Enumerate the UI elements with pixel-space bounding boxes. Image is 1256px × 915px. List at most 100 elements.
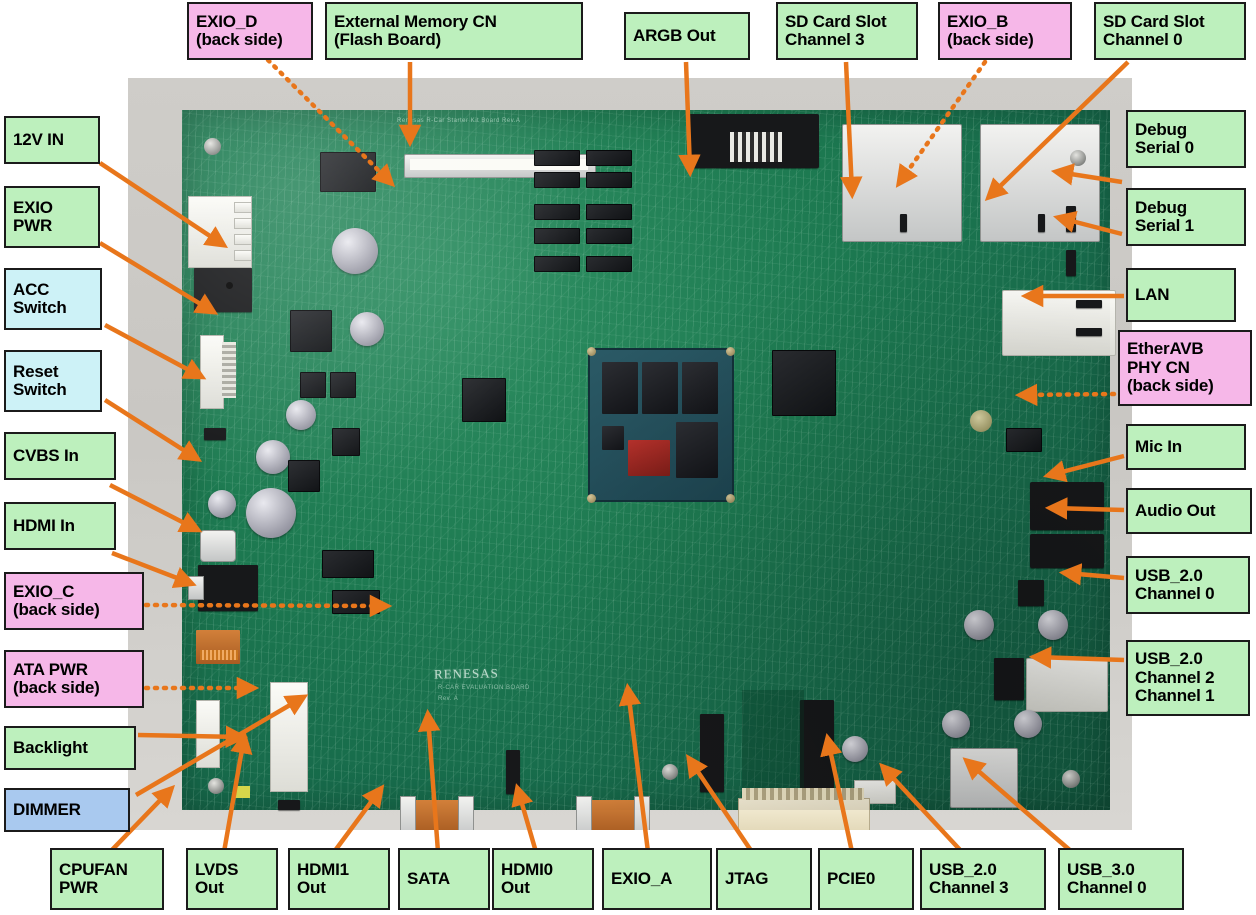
ddr-chip-6 [586,204,632,220]
soc-marking [628,440,670,476]
label-mic-in[interactable]: Mic In [1126,424,1246,470]
cvbs-in-jack [200,530,236,562]
ddr-chip-8 [586,228,632,244]
external-memory-cn-slot [410,159,588,170]
label-sata[interactable]: SATA [398,848,490,910]
inductor-1 [290,310,332,352]
hdmi1-shell-l [400,796,416,830]
mount-screw-bottom-left [208,778,224,794]
reset-switch-component [208,490,236,518]
board-photograph: Renesas R-Car Starter Kit Board Rev.A [128,78,1132,830]
inductor-2 [288,460,320,492]
label-cvbs-in[interactable]: CVBS In [4,432,116,480]
external-memory-cn [404,154,596,178]
label-cpufan-pwr[interactable]: CPUFAN PWR [50,848,164,910]
mount-screw-bottom-center [662,764,678,780]
label-debug-serial-1[interactable]: Debug Serial 1 [1126,188,1246,246]
label-hdmi1-out[interactable]: HDMI1 Out [288,848,390,910]
label-exio-a[interactable]: EXIO_A [602,848,712,910]
label-ata-pwr[interactable]: ATA PWR (back side) [4,650,144,708]
label-backlight[interactable]: Backlight [4,726,136,770]
electrolytic-cap-1 [332,228,378,274]
usb20-ch2-ch1-ports [1026,658,1108,712]
argb-out-pins [730,132,782,162]
label-usb20-ch2-ch1[interactable]: USB_2.0 Channel 2 Channel 1 [1126,640,1250,716]
soc-die-2 [642,362,678,414]
acc-switch-component [204,428,226,440]
lvds-out-connector [270,682,308,792]
label-pcie0[interactable]: PCIE0 [818,848,914,910]
label-hdmi-in[interactable]: HDMI In [4,502,116,550]
hdmi0-shell-l [576,796,592,830]
terminal-fin-3 [234,234,252,245]
etheravb-phy-chip [1006,428,1042,452]
ic-chip-3 [330,372,356,398]
label-argb-out[interactable]: ARGB Out [624,12,750,60]
label-debug-serial-0[interactable]: Debug Serial 0 [1126,110,1246,168]
cpufan-pwr-header [278,800,300,810]
cap-right-3 [942,710,970,738]
hdmi1-shell-r [458,796,474,830]
label-usb30-ch0[interactable]: USB_3.0 Channel 0 [1058,848,1184,910]
label-exio-pwr[interactable]: EXIO PWR [4,186,100,248]
renesas-logo: RENESAS [433,665,499,682]
ddr-chip-4 [586,172,632,188]
label-sd-card-slot-ch0[interactable]: SD Card Slot Channel 0 [1094,2,1246,60]
jtag-pins [742,788,864,800]
soc-screw-tr [726,347,735,356]
label-audio-out[interactable]: Audio Out [1126,488,1252,534]
hdmi0-out-connector [586,800,636,830]
sata-connector [506,750,520,794]
ddr-chip-1 [534,150,580,166]
label-dimmer[interactable]: DIMMER [4,788,130,832]
label-etheravb-phy-cn[interactable]: EtherAVB PHY CN (back side) [1118,330,1252,406]
soc-die-4 [602,426,624,450]
label-sd-card-slot-ch3[interactable]: SD Card Slot Channel 3 [776,2,918,60]
audio-out-jack [1030,534,1104,568]
mount-screw-top-left [204,138,221,155]
usb30-ch0-port [950,748,1018,808]
argb-out-connector [687,114,819,168]
cap-right-2 [1038,610,1068,640]
fpga-chip [462,378,506,422]
pcie0-area [742,690,804,800]
lan-connector [1002,290,1116,356]
label-usb20-ch0[interactable]: USB_2.0 Channel 0 [1126,556,1250,614]
pcb: Renesas R-Car Starter Kit Board Rev.A [182,110,1116,830]
dc-jack-pin [226,282,233,289]
large-bga-chip [772,350,836,416]
label-external-memory-cn[interactable]: External Memory CN (Flash Board) [325,2,583,60]
label-exio-c[interactable]: EXIO_C (back side) [4,572,144,630]
usb20-ch3-header [854,780,896,804]
lan-clip-1 [1076,300,1102,308]
hdmi-in-connector [198,565,258,611]
label-hdmi0-out[interactable]: HDMI0 Out [492,848,594,910]
soc-screw-bl [587,494,596,503]
label-usb20-ch3[interactable]: USB_2.0 Channel 3 [920,848,1046,910]
label-12v-in[interactable]: 12V IN [4,116,100,164]
label-lan[interactable]: LAN [1126,268,1236,322]
terminal-fin-4 [234,250,252,261]
usb20-ch2-ch1-header [994,658,1024,700]
label-acc-switch[interactable]: ACC Switch [4,268,102,330]
soc-die-1 [602,362,638,414]
usb20-ch0-component [1018,580,1044,606]
pcie0-slot [800,700,834,796]
silkscreen-rev: Rev. A [438,696,459,702]
label-exio-d[interactable]: EXIO_D (back side) [187,2,313,60]
label-lvds-out[interactable]: LVDS Out [186,848,278,910]
label-exio-b[interactable]: EXIO_B (back side) [938,2,1072,60]
label-reset-switch[interactable]: Reset Switch [4,350,102,412]
electrolytic-cap-2 [350,312,384,346]
electrolytic-cap-5 [246,488,296,538]
silkscreen-header: Renesas R-Car Starter Kit Board Rev.A [397,118,521,124]
soc-die-3 [682,362,718,414]
soc-module [587,347,735,503]
ddr-chip-7 [534,228,580,244]
label-jtag[interactable]: JTAG [716,848,812,910]
ddr-chip-2 [586,150,632,166]
etheravb-phy-via [970,410,992,432]
ddr-chip-3 [534,172,580,188]
sd-card-slot-channel-0 [980,124,1100,242]
ic-chip-6 [332,590,380,614]
